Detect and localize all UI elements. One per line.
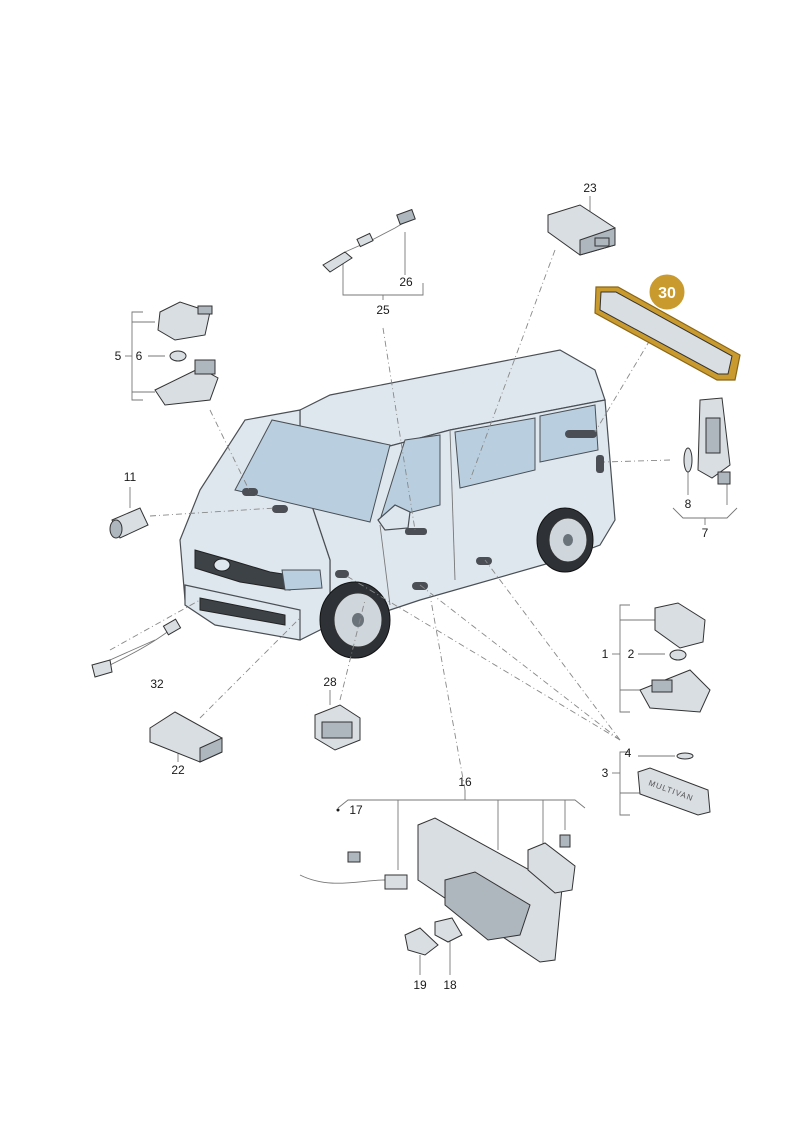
callout-1: 1 (602, 647, 609, 661)
part-control-unit-22 (149, 711, 223, 763)
callout-6: 6 (136, 349, 143, 363)
callout-2: 2 (628, 647, 635, 661)
callout-16: 16 (458, 775, 472, 789)
part-bulb-holder-11 (109, 507, 149, 539)
marker-light-c (405, 528, 427, 535)
part-lamp-housing-7 (683, 397, 731, 485)
marker-light-d (565, 430, 597, 438)
part-lamp-30-highlighted (594, 286, 741, 381)
marker-light-h (476, 557, 492, 565)
part-interior-lamp-5 (154, 301, 219, 406)
callout-23: 23 (583, 181, 597, 195)
callout-8: 8 (685, 497, 692, 511)
callout-5: 5 (115, 349, 122, 363)
part-cable-32 (91, 618, 182, 678)
callout-28: 28 (323, 675, 337, 689)
callout-3: 3 (602, 766, 609, 780)
part-lamp-assembly-1 (639, 602, 711, 713)
van-illustration (179, 349, 616, 659)
callout-19: 19 (413, 978, 427, 992)
callout-22: 22 (171, 763, 185, 777)
callout-18: 18 (443, 978, 457, 992)
part-emblem-lamp-3: MULTIVAN (637, 752, 711, 816)
marker-light-g (412, 582, 428, 590)
callout-25: 25 (376, 303, 390, 317)
callout-32: 32 (150, 677, 164, 691)
callout-7: 7 (702, 526, 709, 540)
highlight-badge-30: 30 (648, 273, 686, 311)
marker-light-e (596, 455, 604, 473)
leader-lines (91, 196, 738, 975)
callout-17: 17 (349, 803, 363, 817)
callout-labels: 23 26 25 5 6 11 8 7 1 2 32 28 22 4 3 16 … (115, 181, 709, 992)
marker-light-b (272, 505, 288, 513)
highlight-label: 30 (658, 285, 676, 302)
front-wheel (319, 581, 391, 659)
callout-26: 26 (399, 275, 413, 289)
callout-4: 4 (625, 746, 632, 760)
part-switch-28 (314, 704, 361, 751)
marker-light-f (335, 570, 349, 578)
callout-11: 11 (124, 470, 137, 484)
part-wiring-connector (322, 208, 416, 273)
rear-wheel (536, 507, 594, 573)
part-control-unit-23 (547, 204, 616, 256)
part-tailgate-assembly-16 (299, 817, 576, 963)
